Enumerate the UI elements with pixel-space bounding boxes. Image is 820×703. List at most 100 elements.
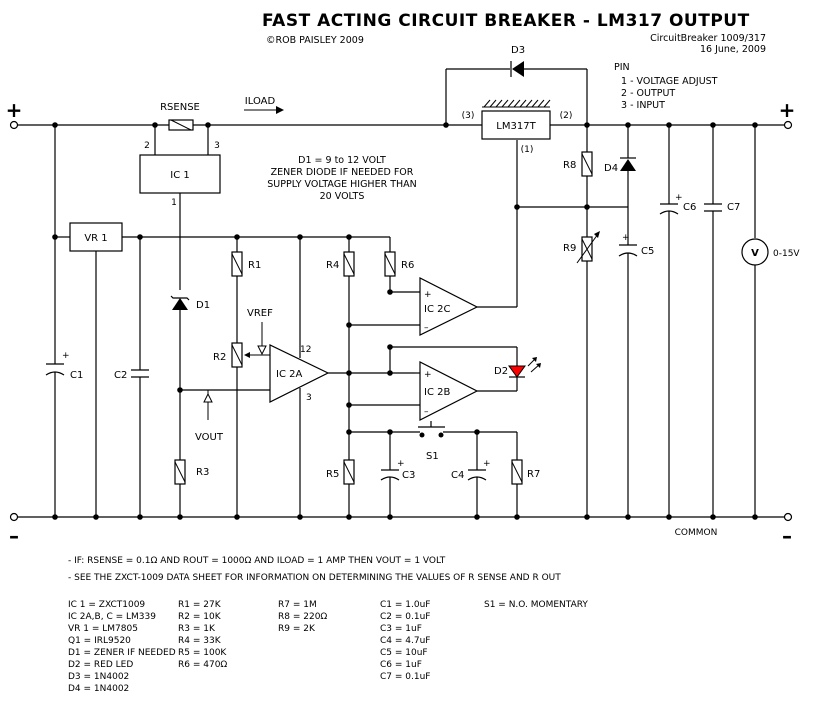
- formula-notes: - IF: RSENSE = 0.1Ω AND ROUT = 1000Ω AND…: [68, 556, 561, 583]
- page-title: FAST ACTING CIRCUIT BREAKER - LM317 OUTP…: [262, 11, 750, 31]
- pin-info-2: 2 - OUTPUT: [621, 88, 675, 99]
- r8-label: R8: [563, 160, 576, 171]
- d2-led: D2: [494, 357, 541, 378]
- r1-label: R1: [248, 260, 261, 271]
- ic2c-minus: –: [424, 323, 429, 333]
- s1-label: S1: [426, 451, 439, 462]
- c7-capacitor: C7: [704, 202, 740, 213]
- lm317-regulator: LM317T (3) (2) (1): [462, 99, 573, 155]
- copyright: ©ROB PAISLEY 2009: [266, 35, 364, 46]
- d4-diode: D4: [604, 157, 636, 174]
- part-ic2: IC 2A,B, C = LM339: [68, 612, 156, 622]
- note-2: - SEE THE ZXCT-1009 DATA SHEET FOR INFOR…: [68, 573, 561, 583]
- d3-label: D3: [511, 45, 525, 56]
- c6-capacitor: + C6: [659, 193, 696, 215]
- minus-in-terminal: [9, 512, 19, 522]
- plus-in-label: +: [6, 98, 23, 122]
- part-d1: D1 = ZENER IF NEEDED: [68, 648, 176, 658]
- r3-label: R3: [196, 467, 209, 478]
- c4-capacitor: + C4: [451, 459, 491, 481]
- lm317-pin1: (1): [521, 145, 534, 155]
- ic1-pin2: 2: [144, 141, 150, 151]
- rsense-resistor: RSENSE: [160, 102, 200, 131]
- c2-capacitor: C2: [114, 369, 149, 381]
- doc-date: 16 June, 2009: [700, 44, 766, 55]
- r3-resistor: R3: [174, 459, 209, 485]
- plus-out-terminal: [783, 120, 793, 130]
- d1-zener-diode: D1: [170, 295, 210, 311]
- part-d3: D3 = 1N4002: [68, 672, 129, 682]
- ic1-pin3: 3: [214, 141, 220, 151]
- part-c1: C1 = 1.0uF: [380, 600, 430, 610]
- ic2c-label: IC 2C: [424, 304, 450, 315]
- part-r7: R7 = 1M: [278, 600, 317, 610]
- parts-col-5: S1 = N.O. MOMENTARY: [484, 600, 588, 610]
- part-r6: R6 = 470Ω: [178, 660, 227, 670]
- pin-info: PIN 1 - VOLTAGE ADJUST 2 - OUTPUT 3 - IN…: [614, 62, 718, 111]
- rails: + + – – COMMON: [6, 98, 796, 548]
- part-r2: R2 = 10K: [178, 612, 222, 622]
- doc-ref: CircuitBreaker 1009/317: [650, 33, 766, 44]
- pin-info-3: 3 - INPUT: [621, 100, 665, 111]
- lm317-label: LM317T: [496, 121, 536, 132]
- minus-out-label: –: [782, 524, 792, 548]
- iload-label: ILOAD: [245, 96, 276, 107]
- part-c2: C2 = 0.1uF: [380, 612, 430, 622]
- d2-label: D2: [494, 366, 508, 377]
- c6-plus: +: [675, 193, 683, 203]
- ic1-label: IC 1: [170, 170, 189, 181]
- c4-plus: +: [483, 459, 491, 469]
- vout-label: VOUT: [195, 432, 224, 443]
- zener-note: D1 = 9 to 12 VOLT ZENER DIODE IF NEEDED …: [267, 155, 417, 202]
- c3-plus: +: [397, 459, 405, 469]
- zener-note-line-1: D1 = 9 to 12 VOLT: [298, 155, 386, 166]
- parts-col-1: IC 1 = ZXCT1009 IC 2A,B, C = LM339 VR 1 …: [68, 600, 176, 694]
- junctions: [52, 122, 758, 520]
- r8-resistor: R8: [563, 151, 593, 177]
- lm317-pin2: (2): [560, 111, 573, 121]
- part-d4: D4 = 1N4002: [68, 684, 129, 694]
- plus-in-terminal: [9, 120, 19, 130]
- c5-capacitor: + C5: [618, 233, 654, 257]
- c4-label: C4: [451, 470, 464, 481]
- parts-col-3: R7 = 1M R8 = 220Ω R9 = 2K: [278, 600, 327, 634]
- c1-label: C1: [70, 370, 83, 381]
- s1-switch: S1: [418, 421, 445, 462]
- ic2b-comparator: + IC 2B –: [419, 361, 479, 421]
- c1-capacitor: + C1: [45, 351, 83, 381]
- part-r1: R1 = 27K: [178, 600, 222, 610]
- part-s1: S1 = N.O. MOMENTARY: [484, 600, 588, 610]
- part-r8: R8 = 220Ω: [278, 612, 327, 622]
- ic2a-label: IC 2A: [276, 369, 302, 380]
- ic2b-minus: –: [424, 407, 429, 417]
- r6-label: R6: [401, 260, 414, 271]
- iload-indicator: ILOAD: [244, 96, 284, 114]
- pin-info-title: PIN: [614, 62, 630, 73]
- c6-label: C6: [683, 202, 696, 213]
- part-c7: C7 = 0.1uF: [380, 672, 430, 682]
- d3-diode: D3: [510, 45, 525, 77]
- r5-label: R5: [326, 469, 339, 480]
- r4-label: R4: [326, 260, 339, 271]
- c5-plus: +: [622, 233, 630, 243]
- part-r9: R9 = 2K: [278, 624, 316, 634]
- r2-potentiometer: R2: [213, 342, 270, 368]
- c3-capacitor: + C3: [380, 459, 415, 481]
- plus-out-label: +: [779, 98, 796, 122]
- parts-col-4: C1 = 1.0uF C2 = 0.1uF C3 = 1uF C4 = 4.7u…: [380, 600, 430, 682]
- part-vr1: VR 1 = LM7805: [68, 624, 138, 634]
- part-c5: C5 = 10uF: [380, 648, 428, 658]
- voltmeter-symbol: V: [751, 248, 759, 259]
- common-label: COMMON: [675, 528, 718, 538]
- part-r5: R5 = 100K: [178, 648, 227, 658]
- ic2c-plus: +: [424, 290, 432, 300]
- voltmeter-range: 0-15V: [773, 249, 800, 259]
- minus-out-terminal: [783, 512, 793, 522]
- voltmeter: V 0-15V: [741, 238, 800, 266]
- minus-in-label: –: [9, 524, 19, 548]
- ic2b-plus: +: [424, 370, 432, 380]
- r4-resistor: R4: [326, 251, 355, 277]
- r7-resistor: R7: [511, 459, 540, 485]
- r7-label: R7: [527, 469, 540, 480]
